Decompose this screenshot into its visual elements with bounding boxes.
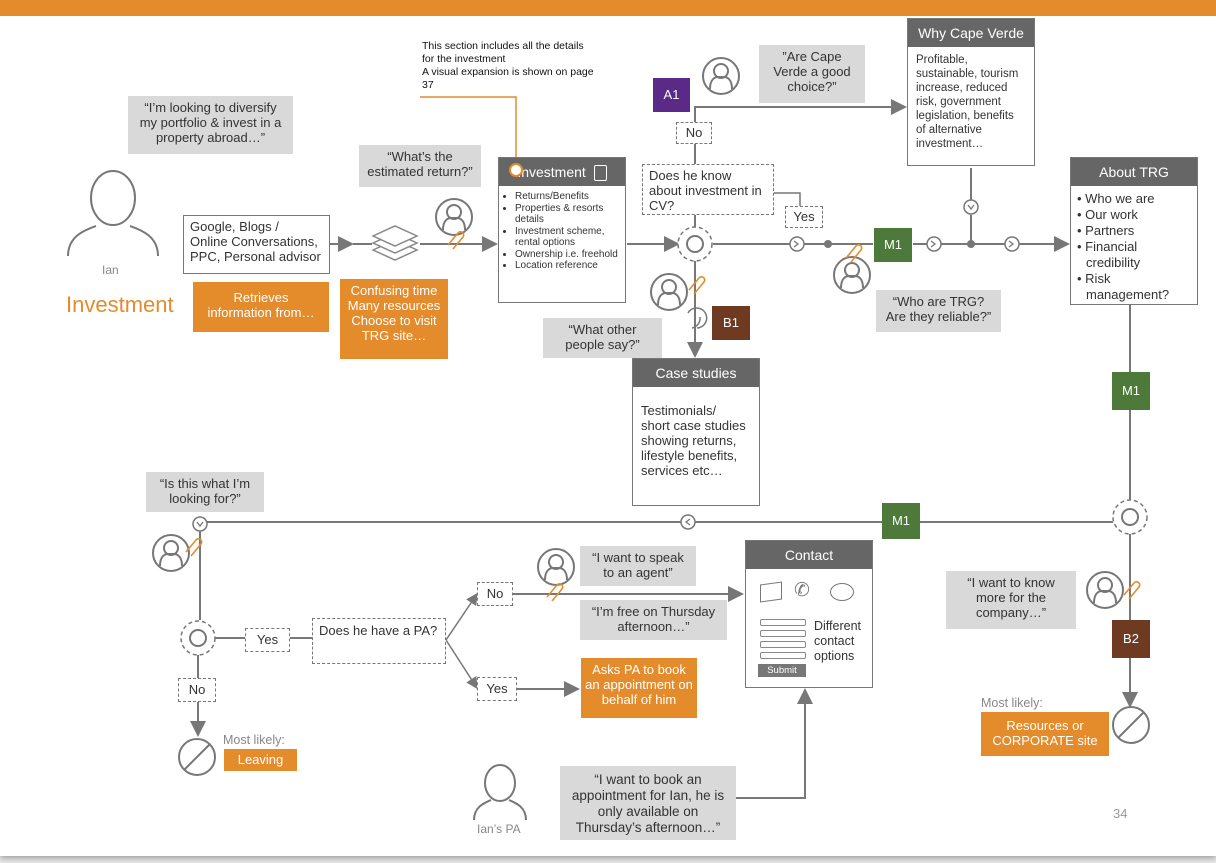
phone-icon: ✆ [794,580,810,601]
investment-title: Investment [517,164,586,180]
case-studies-box: Case studies Testimonials/ short case st… [632,358,760,506]
speak-agent-quote: “I want to speak to an agent” [580,546,696,586]
no-label-left: No [178,678,216,702]
decision-cv: Does he know about investment in CV? [642,164,774,215]
form-field-icon [760,619,806,626]
contact-text: Different contact options [814,619,862,663]
tag-b2: B2 [1112,620,1150,658]
investment-item: Properties & resorts details [515,203,621,226]
about-trg-item: • Risk management? [1077,271,1170,302]
about-trg-item: • Partners [1077,223,1135,238]
tag-m1-right: M1 [1112,372,1150,410]
page-number: 34 [1113,806,1128,821]
yes-label-left: Yes [245,628,290,652]
note-dot-icon [509,163,523,177]
about-trg-box: About TRG • Who we are• Our work• Partne… [1070,157,1198,305]
return-quote: “What’s the estimated return?” [359,145,481,187]
most-likely-left: Most likely: [223,733,285,747]
chat-icon [830,583,854,601]
why-cape-verde-header: Why Cape Verde [908,19,1034,47]
why-cape-verde-box: Why Cape Verde Profitable, sustainable, … [907,18,1035,166]
case-studies-text: Testimonials/ short case studies showing… [641,403,746,478]
about-trg-list: • Who we are• Our work• Partners• Financ… [1071,186,1197,308]
about-trg-item: • Financial credibility [1077,239,1141,270]
tag-m1-bottom: M1 [882,503,920,539]
yes-label-cv: Yes [785,206,823,228]
top-accent-bar [0,0,1216,16]
know-company-quote: “I want to know more for the company…” [946,571,1076,629]
form-field-icon [760,652,806,659]
contact-box: Contact ✆ Different contact options Subm… [745,540,873,688]
corporate-outcome: Resources or CORPORATE site [981,712,1109,756]
trg-quote: “Who are TRG? Are they reliable?” [876,290,1001,332]
document-icon [593,165,607,182]
submit-button[interactable]: Submit [758,664,806,677]
case-studies-header: Case studies [633,359,759,387]
why-cape-verde-text: Profitable, sustainable, tourism increas… [916,54,1019,150]
asks-pa-note: Asks PA to book an appointment on behalf… [581,658,697,718]
section-title: Investment [66,292,174,317]
looking-for-quote: “Is this what I’m looking for?” [146,472,264,512]
sources-box: Google, Blogs / Online Conversations, PP… [183,215,330,274]
tag-a1: A1 [653,78,690,112]
about-trg-header: About TRG [1071,158,1197,186]
section-note: This section includes all the details fo… [422,40,594,91]
investment-item: Ownership i.e. freehold [515,249,621,261]
no-label-agent: No [477,582,513,606]
others-quote: “What other people say?” [543,318,662,358]
about-trg-item: • Who we are [1077,191,1155,206]
investment-item: Location reference [515,260,621,272]
investment-item: Returns/Benefits [515,191,621,203]
tag-m1-top: M1 [874,228,912,262]
confusing-note: Confusing time Many resources Choose to … [340,279,448,359]
pa-name: Ian’s PA [477,822,521,836]
contact-header: Contact [746,541,872,569]
about-trg-item: • Our work [1077,207,1138,222]
most-likely-right: Most likely: [981,696,1043,710]
cape-verde-quote: ”Are Cape Verde a good choice?” [759,45,865,103]
yes-label-agent: Yes [477,677,517,701]
ian-quote: “I’m looking to diversify my portfolio &… [128,96,293,154]
pa-quote: “I want to book an appointment for Ian, … [560,766,736,840]
form-field-icon [760,641,806,648]
retrieves-note: Retrieves information from… [193,282,329,332]
free-thursday-quote: “I’m free on Thursday afternoon…” [580,600,727,640]
leaving-outcome: Leaving [224,749,297,771]
decision-pa: Does he have a PA? [312,618,446,664]
no-label-cv: No [676,122,712,144]
form-field-icon [760,630,806,637]
persona-name: Ian [102,263,119,277]
map-icon [760,581,782,603]
tag-b1: B1 [712,306,750,340]
investment-item: Investment scheme, rental options [515,226,621,249]
investment-list: Returns/BenefitsProperties & resorts det… [499,186,625,272]
investment-box: Investment Returns/BenefitsProperties & … [498,157,626,303]
